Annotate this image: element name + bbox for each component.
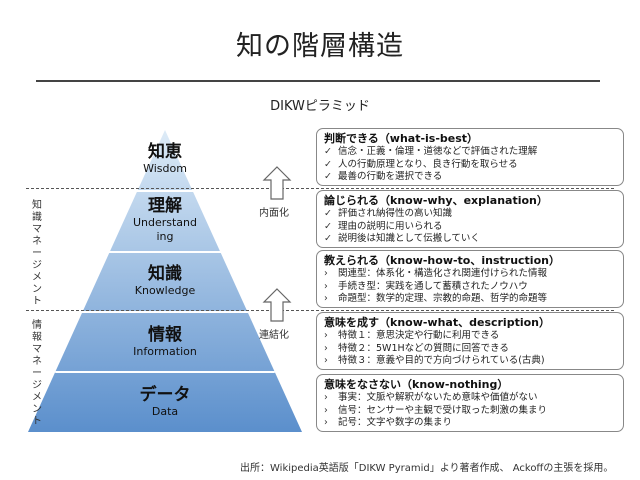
box-understanding-item: ✓理由の説明に用いられる — [324, 220, 443, 232]
chevron-right-icon: › — [324, 417, 328, 428]
side-label-information-management: 情報マネージメント — [32, 320, 42, 427]
up-arrow-icon — [262, 166, 292, 200]
layer-information: 情報 Information — [95, 325, 235, 359]
box-understanding-heading: 論じられる（know-why、explanation） — [324, 194, 548, 207]
box-understanding-item: ✓評価され納得性の高い知識 — [324, 208, 453, 219]
check-icon: ✓ — [324, 171, 332, 182]
layer-understanding-en: Understand ing — [132, 216, 198, 243]
box-understanding-item: ✓説明後は知識として伝搬していく — [324, 233, 480, 244]
box-understanding: 論じられる（know-why、explanation） ✓評価され納得性の高い知… — [316, 190, 624, 248]
box-information-heading: 意味を成す（know-what、description） — [324, 316, 550, 329]
arrow-label-internalization: 内面化 — [259, 208, 289, 219]
layer-information-en: Information — [133, 345, 197, 358]
layer-understanding-jp: 理解 — [148, 196, 182, 216]
separator-upper — [26, 188, 614, 189]
box-knowledge-item: ›命題型：数学的定理、宗教的命題、哲学的命題等 — [324, 293, 548, 304]
box-data: 意味をなさない（know-nothing） ›事実：文脈や解釈がないため意味や価… — [316, 374, 624, 432]
side-label-knowledge-management: 知識マネージメント — [32, 200, 42, 307]
diagram-subtitle: DIKWピラミッド — [270, 99, 370, 114]
box-information-item: ›特徴３：意義や目的で方向づけられている(古典) — [324, 355, 545, 366]
up-arrow-icon — [262, 288, 292, 322]
box-data-heading: 意味をなさない（know-nothing） — [324, 378, 509, 391]
box-wisdom-item: ✓最善の行動を選択できる — [324, 171, 443, 182]
layer-knowledge-en: Knowledge — [134, 284, 196, 297]
pyramid-body — [28, 130, 302, 432]
chevron-right-icon: › — [324, 293, 328, 304]
chevron-right-icon: › — [324, 268, 328, 279]
page-title: 知の階層構造 — [236, 31, 404, 62]
box-knowledge: 教えられる（know-how-to、instruction） ›関連型：体系化・… — [316, 250, 624, 308]
chevron-right-icon: › — [324, 342, 328, 354]
box-knowledge-item: ›関連型：体系化・構造化され関連付けられた情報 — [324, 268, 548, 279]
layer-knowledge: 知識 Knowledge — [95, 264, 235, 298]
layer-wisdom-en: Wisdom — [143, 162, 187, 175]
chevron-right-icon: › — [324, 404, 328, 416]
box-knowledge-heading: 教えられる（know-how-to、instruction） — [324, 254, 560, 267]
box-information: 意味を成す（know-what、description） ›特徴１：意思決定や行… — [316, 312, 624, 370]
layer-understanding: 理解 Understand ing — [95, 196, 235, 244]
box-data-item: ›記号：文字や数字の集まり — [324, 417, 453, 428]
arrow-label-combination: 連結化 — [259, 330, 289, 341]
check-icon: ✓ — [324, 158, 332, 170]
layer-wisdom-jp: 知恵 — [148, 142, 182, 162]
box-data-item: ›信号：センサーや主観で受け取った刺激の集まり — [324, 404, 548, 416]
chevron-right-icon: › — [324, 355, 328, 366]
box-wisdom: 判断できる（what-is-best） ✓信念・正義・倫理・道徳などで評価された… — [316, 128, 624, 186]
chevron-right-icon: › — [324, 392, 328, 403]
layer-information-jp: 情報 — [148, 325, 182, 345]
box-wisdom-item: ✓人の行動原理となり、良き行動を取らせる — [324, 158, 518, 170]
separator-lower — [26, 310, 614, 311]
layer-wisdom: 知恵 Wisdom — [95, 142, 235, 176]
box-information-item: ›特徴１：意思決定や行動に利用できる — [324, 330, 500, 341]
check-icon: ✓ — [324, 208, 332, 219]
check-icon: ✓ — [324, 220, 332, 232]
layer-data: データ Data — [95, 385, 235, 419]
box-wisdom-item: ✓信念・正義・倫理・道徳などで評価された理解 — [324, 146, 538, 157]
source-footnote: 出所：Wikipedia英語版「DIKW Pyramid」より著者作成、 Ack… — [240, 463, 614, 474]
check-icon: ✓ — [324, 233, 332, 244]
title-divider — [36, 80, 600, 82]
chevron-right-icon: › — [324, 330, 328, 341]
layer-data-en: Data — [151, 405, 179, 418]
layer-knowledge-jp: 知識 — [148, 264, 182, 284]
box-knowledge-item: ›手続き型：実践を通して蓄積されたノウハウ — [324, 280, 528, 292]
layer-data-jp: データ — [139, 385, 191, 405]
box-data-item: ›事実：文脈や解釈がないため意味や価値がない — [324, 392, 538, 403]
box-information-item: ›特徴２：5W1Hなどの質問に回答できる — [324, 342, 509, 354]
chevron-right-icon: › — [324, 280, 328, 292]
box-wisdom-heading: 判断できる（what-is-best） — [324, 132, 479, 145]
check-icon: ✓ — [324, 146, 332, 157]
